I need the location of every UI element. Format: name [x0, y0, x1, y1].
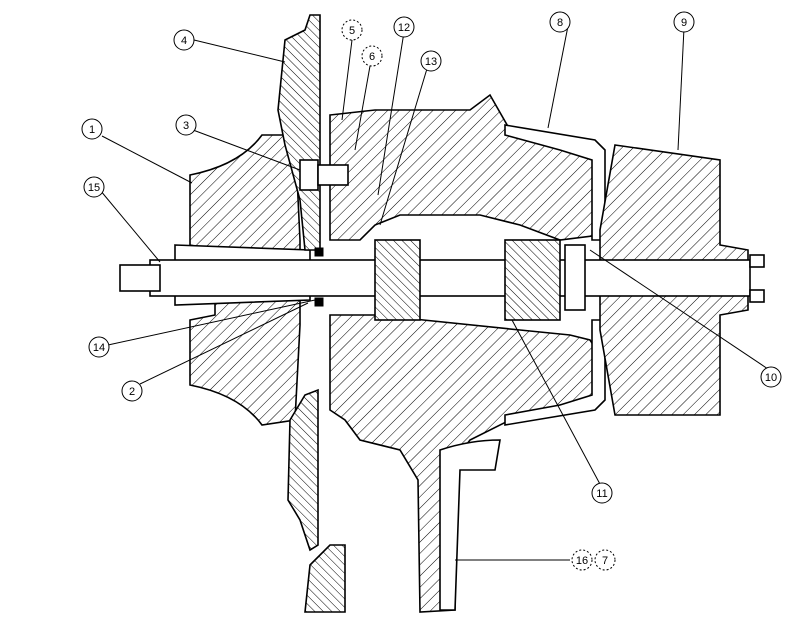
callout-4: 4 [173, 29, 195, 51]
shaft-end-upper [749, 254, 765, 268]
callout-4-label: 4 [181, 35, 187, 47]
seal-ring [314, 247, 324, 257]
callout-10: 10 [760, 366, 782, 388]
callout-6-label: 6 [369, 51, 375, 63]
callout-12-label: 12 [398, 22, 410, 34]
callout-14: 14 [88, 336, 110, 358]
compressor-backplate-lower [287, 388, 319, 552]
callout-10-label: 10 [765, 372, 777, 384]
callout-15-label: 15 [88, 182, 100, 194]
heat-shield-lower [504, 319, 606, 426]
thrust-collar [564, 244, 586, 311]
callout-1: 1 [81, 118, 103, 140]
shaft-nut [119, 264, 161, 292]
callout-2-label: 2 [129, 386, 135, 398]
callout-8-label: 8 [557, 17, 563, 29]
callout-12: 12 [393, 16, 415, 38]
callout-3-label: 3 [183, 120, 189, 132]
oil-passage [439, 439, 501, 611]
callout-11-label: 11 [596, 488, 607, 500]
callout-1-label: 1 [89, 124, 95, 136]
center-housing [329, 93, 601, 241]
journal-bearing-2 [504, 239, 561, 321]
callout-5-label: 5 [349, 25, 355, 37]
callout-16: 16 [571, 549, 593, 571]
callout-6: 6 [361, 45, 383, 67]
journal-bearing-1 [374, 239, 421, 321]
callout-9: 9 [673, 11, 695, 33]
callout-5: 5 [341, 19, 363, 41]
callout-2: 2 [121, 380, 143, 402]
callout-14-label: 14 [93, 342, 105, 354]
callout-16-label: 16 [576, 555, 588, 567]
callout-7-label: 7 [602, 555, 608, 567]
center-housing-lower [329, 314, 601, 613]
callout-3: 3 [175, 114, 197, 136]
callout-13-label: 13 [425, 56, 437, 68]
callout-15: 15 [83, 176, 105, 198]
callout-7: 7 [594, 549, 616, 571]
seal-ring-lower [314, 297, 324, 307]
oil-drain-flange [304, 544, 346, 613]
compressor-backplate-upper [277, 14, 321, 251]
shaft [149, 259, 751, 297]
shaft-end-lower [749, 289, 765, 303]
callout-8: 8 [549, 11, 571, 33]
leader-lines [99, 25, 769, 561]
bolt-body [317, 164, 349, 186]
callout-13: 13 [420, 50, 442, 72]
bolt-head [299, 159, 319, 191]
heat-shield [504, 124, 606, 241]
callout-11: 11 [591, 482, 613, 504]
callout-9-label: 9 [681, 17, 687, 29]
